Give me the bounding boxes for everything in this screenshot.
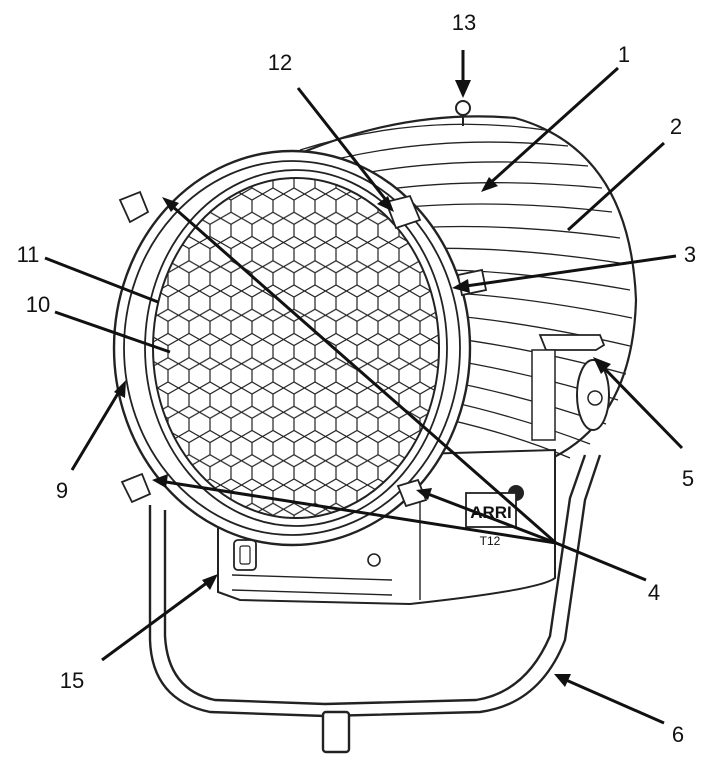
callout-12: 12 [268,50,292,75]
leader-1 [486,66,620,187]
leader-lines [44,50,684,725]
callout-6: 6 [672,722,684,747]
leader-4b [165,480,557,545]
logo-text: ARRI [470,503,512,522]
latches [118,190,488,508]
callout-5: 5 [682,466,694,491]
leader-4d [555,541,647,582]
fixture-drawing: ARRI T12 [112,100,638,754]
leader-10 [54,310,171,354]
leader-15 [101,580,209,662]
callout-2: 2 [670,114,682,139]
callout-labels: 13 1 12 2 3 11 10 5 9 4 15 6 [17,10,697,747]
callout-13: 13 [452,10,476,35]
leader-6 [565,678,665,725]
top-ring [455,100,471,126]
callout-15: 15 [60,668,84,693]
leader-4a [171,204,557,545]
leader-5 [602,366,684,450]
callout-1: 1 [618,42,630,67]
callout-4: 4 [648,580,660,605]
honeycomb-grid [153,178,439,518]
callout-11: 11 [17,242,40,267]
leader-9 [70,389,122,471]
callout-3: 3 [684,242,696,267]
front-lens [112,149,472,547]
leader-2 [566,141,666,232]
model-badge: T12 [480,534,501,548]
callout-9: 9 [56,478,68,503]
leader-11 [44,256,159,304]
callout-10: 10 [26,292,50,317]
leader-4c [427,492,557,545]
leader-3 [465,254,677,288]
yoke [148,454,602,754]
leader-12 [296,87,388,201]
